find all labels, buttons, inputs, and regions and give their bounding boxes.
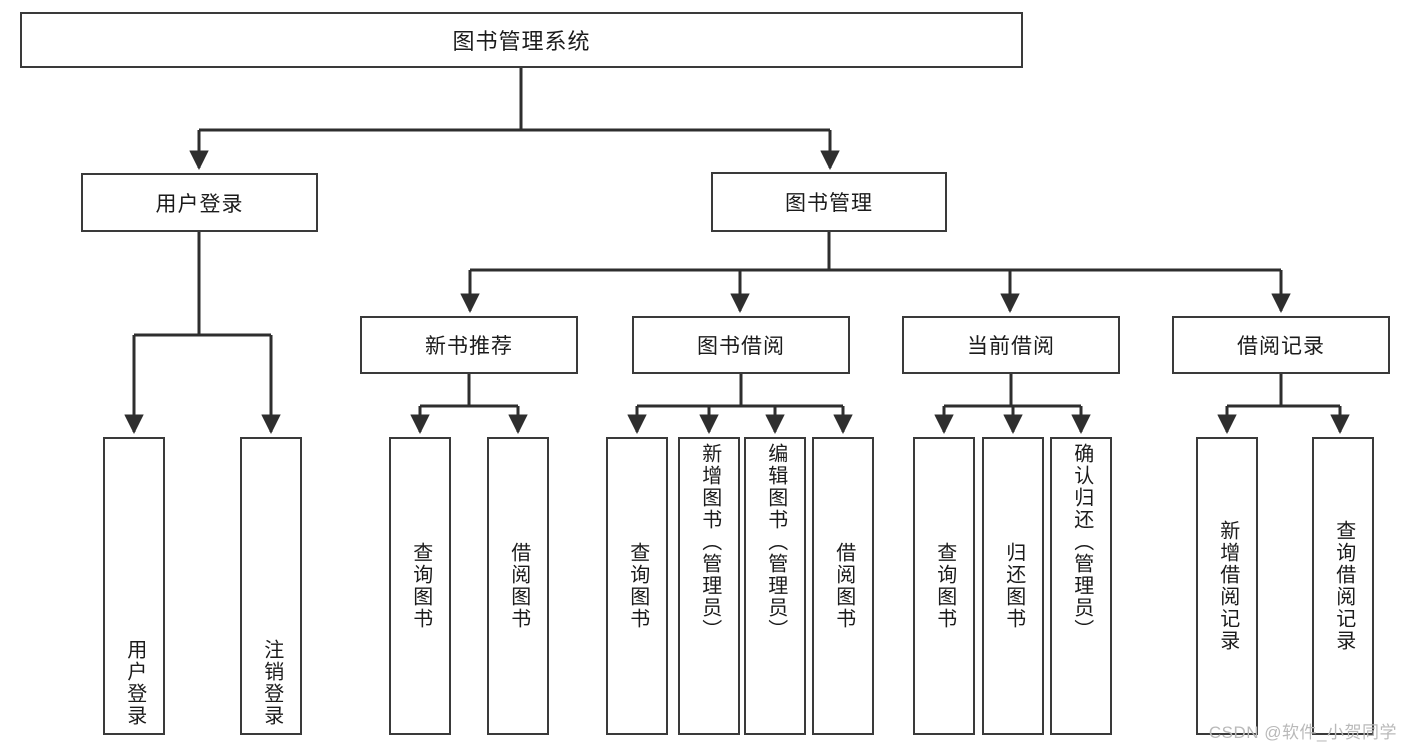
leaf-confirm-return-admin[interactable]: 确认归还（管理员） [1050, 437, 1112, 735]
node-label: 归还图书 [1002, 542, 1025, 630]
leaf-logout[interactable]: 注销登录 [240, 437, 302, 735]
node-current-borrowing[interactable]: 当前借阅 [902, 316, 1120, 374]
node-book-management[interactable]: 图书管理 [711, 172, 947, 232]
node-root-book-management-system[interactable]: 图书管理系统 [20, 12, 1023, 68]
leaf-add-book-admin[interactable]: 新增图书（管理员） [678, 437, 740, 735]
leaf-query-book-current[interactable]: 查询图书 [913, 437, 975, 735]
node-label: 确认归还（管理员） [1070, 443, 1093, 641]
leaf-query-book-borrowing[interactable]: 查询图书 [606, 437, 668, 735]
node-label: 借阅图书 [507, 542, 530, 630]
leaf-return-book[interactable]: 归还图书 [982, 437, 1044, 735]
node-label: 图书借阅 [697, 335, 785, 358]
node-label: 注销登录 [260, 639, 283, 727]
leaf-query-borrow-record[interactable]: 查询借阅记录 [1312, 437, 1374, 735]
node-label: 当前借阅 [967, 335, 1055, 358]
watermark: CSDN @软件_小贺同学 [1208, 723, 1397, 742]
node-label: 新书推荐 [425, 335, 513, 358]
node-label: 借阅图书 [832, 542, 855, 630]
leaf-user-login[interactable]: 用户登录 [103, 437, 165, 735]
node-label: 借阅记录 [1237, 335, 1325, 358]
node-label: 新增借阅记录 [1216, 520, 1239, 652]
node-label: 查询图书 [409, 542, 432, 630]
node-user-login[interactable]: 用户登录 [81, 173, 318, 232]
node-label: 编辑图书（管理员） [764, 443, 787, 641]
node-label: 图书管理 [785, 192, 873, 215]
leaf-edit-book-admin[interactable]: 编辑图书（管理员） [744, 437, 806, 735]
node-new-book-recommendation[interactable]: 新书推荐 [360, 316, 578, 374]
node-label: 查询图书 [933, 542, 956, 630]
node-label: 新增图书（管理员） [698, 443, 721, 641]
node-book-borrowing[interactable]: 图书借阅 [632, 316, 850, 374]
leaf-borrow-book-recommendation[interactable]: 借阅图书 [487, 437, 549, 735]
node-label: 查询图书 [626, 542, 649, 630]
node-label: 用户登录 [155, 192, 244, 216]
leaf-add-borrow-record[interactable]: 新增借阅记录 [1196, 437, 1258, 735]
node-borrowing-record[interactable]: 借阅记录 [1172, 316, 1390, 374]
leaf-query-book-recommendation[interactable]: 查询图书 [389, 437, 451, 735]
node-label: 图书管理系统 [452, 29, 591, 54]
leaf-borrow-book[interactable]: 借阅图书 [812, 437, 874, 735]
node-label: 用户登录 [123, 639, 146, 727]
node-label: 查询借阅记录 [1332, 520, 1355, 652]
